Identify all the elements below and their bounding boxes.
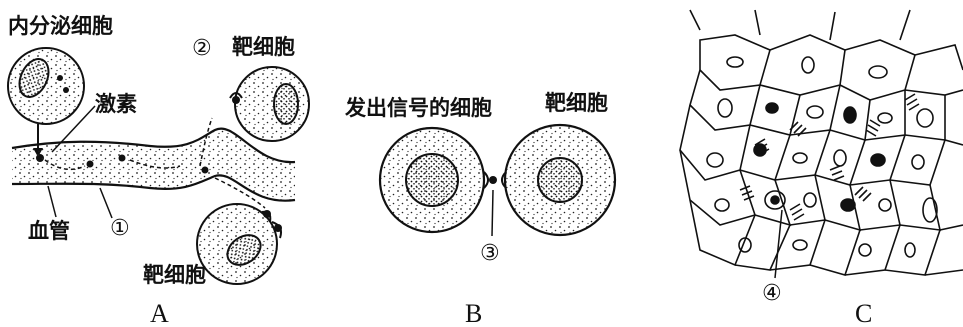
marker-4: ④ [762, 281, 782, 306]
target-cell-b-label: 靶细胞 [545, 91, 608, 115]
endocrine-cell [8, 48, 84, 124]
target-cell-b [505, 125, 615, 235]
marker-2: ② [192, 36, 212, 61]
panel-b-caption: B [465, 299, 482, 327]
target-cell-top [230, 67, 309, 141]
target-cell-bottom-label: 靶细胞 [143, 263, 206, 287]
panel-c [680, 10, 963, 275]
target-cell-top-label: 靶细胞 [232, 35, 295, 59]
marker-3: ③ [480, 241, 500, 266]
marker-1: ① [110, 216, 130, 241]
panel-a-caption: A [150, 299, 169, 327]
panel-a: 内分泌细胞 激素 ① 血管 [8, 14, 309, 327]
hormone-label: 激素 [95, 92, 137, 116]
signal-cell-label: 发出信号的细胞 [344, 96, 492, 120]
signal-cell [380, 128, 484, 232]
panel-c-caption: C [855, 299, 872, 327]
panel-b: 发出信号的细胞 靶细胞 ③ B [344, 91, 615, 327]
target-cell-bottom [197, 204, 282, 284]
contact-receptor [484, 172, 506, 188]
blood-vessel-label: 血管 [28, 219, 70, 243]
endocrine-cell-label: 内分泌细胞 [8, 14, 113, 38]
